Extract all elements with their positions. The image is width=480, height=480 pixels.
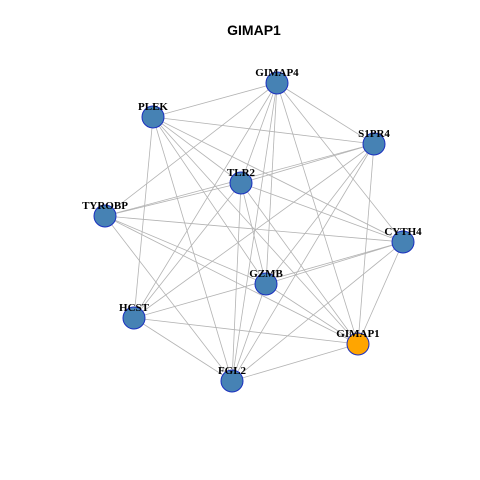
edge-gzmb-gimap1	[265, 283, 359, 345]
node-circle	[122, 306, 146, 330]
edge-gimap4-tlr2	[240, 82, 278, 184]
node-label: GIMAP4	[255, 67, 299, 79]
node-label: TYROBP	[82, 200, 128, 212]
node-circle	[220, 369, 244, 393]
edge-tlr2-cyth4	[240, 182, 404, 243]
edge-tyrobp-gimap1	[104, 215, 359, 345]
node-label: GZMB	[249, 268, 283, 280]
edge-tlr2-tyrobp	[104, 182, 242, 217]
edge-gzmb-fgl2	[231, 283, 267, 382]
node-gimap1: GIMAP1	[336, 328, 380, 356]
edge-tlr2-gzmb	[240, 182, 267, 285]
node-label: TLR2	[227, 167, 256, 179]
node-tlr2: TLR2	[227, 167, 256, 195]
edge-s1pr4-hcst	[133, 143, 375, 319]
node-circle	[362, 132, 386, 156]
edge-gimap4-plek	[152, 82, 278, 118]
node-plek: PLEK	[138, 101, 168, 129]
node-s1pr4: S1PR4	[358, 128, 390, 156]
node-label: PLEK	[138, 101, 168, 113]
node-fgl2: FGL2	[218, 365, 247, 393]
graph-title: GIMAP1	[227, 22, 281, 38]
node-circle	[141, 105, 165, 129]
node-circle	[93, 204, 117, 228]
node-circle	[254, 272, 278, 296]
edge-plek-hcst	[133, 116, 154, 319]
node-hcst: HCST	[119, 302, 150, 330]
node-cyth4: CYTH4	[384, 226, 422, 254]
edge-plek-s1pr4	[152, 116, 375, 145]
node-label: S1PR4	[358, 128, 390, 140]
node-circle	[391, 230, 415, 254]
edge-plek-fgl2	[152, 116, 233, 382]
node-circle	[229, 171, 253, 195]
node-label: FGL2	[218, 365, 247, 377]
node-gimap4: GIMAP4	[255, 67, 299, 95]
edge-cyth4-gimap1	[357, 241, 404, 345]
edge-gimap1-fgl2	[231, 343, 359, 382]
node-circle	[265, 71, 289, 95]
edge-tlr2-fgl2	[231, 182, 242, 382]
edge-gimap4-gimap1	[276, 82, 359, 345]
edge-tlr2-gimap1	[240, 182, 359, 345]
edge-s1pr4-gzmb	[265, 143, 375, 285]
edge-hcst-gimap1	[133, 317, 359, 345]
edge-gimap4-gzmb	[265, 82, 278, 285]
edge-tyrobp-cyth4	[104, 215, 404, 243]
node-circle	[346, 332, 370, 356]
node-label: CYTH4	[384, 226, 422, 238]
edge-plek-cyth4	[152, 116, 404, 243]
edge-cyth4-gzmb	[265, 241, 404, 285]
node-label: GIMAP1	[336, 328, 379, 340]
edge-gimap4-hcst	[133, 82, 278, 319]
edge-plek-gzmb	[152, 116, 267, 285]
edge-tyrobp-fgl2	[104, 215, 233, 382]
edge-gimap4-s1pr4	[276, 82, 375, 145]
node-tyrobp: TYROBP	[82, 200, 128, 228]
edge-plek-gimap1	[152, 116, 359, 345]
edge-hcst-fgl2	[133, 317, 233, 382]
edge-s1pr4-fgl2	[231, 143, 375, 382]
edge-tyrobp-gzmb	[104, 215, 267, 285]
edge-s1pr4-gimap1	[357, 143, 375, 345]
node-label: HCST	[119, 302, 150, 314]
edge-s1pr4-tlr2	[240, 143, 375, 184]
edge-gimap4-cyth4	[276, 82, 404, 243]
edge-plek-tlr2	[152, 116, 242, 184]
edge-cyth4-fgl2	[231, 241, 404, 382]
node-gzmb: GZMB	[249, 268, 283, 296]
edge-gimap4-tyrobp	[104, 82, 278, 217]
edge-gimap4-fgl2	[231, 82, 278, 382]
